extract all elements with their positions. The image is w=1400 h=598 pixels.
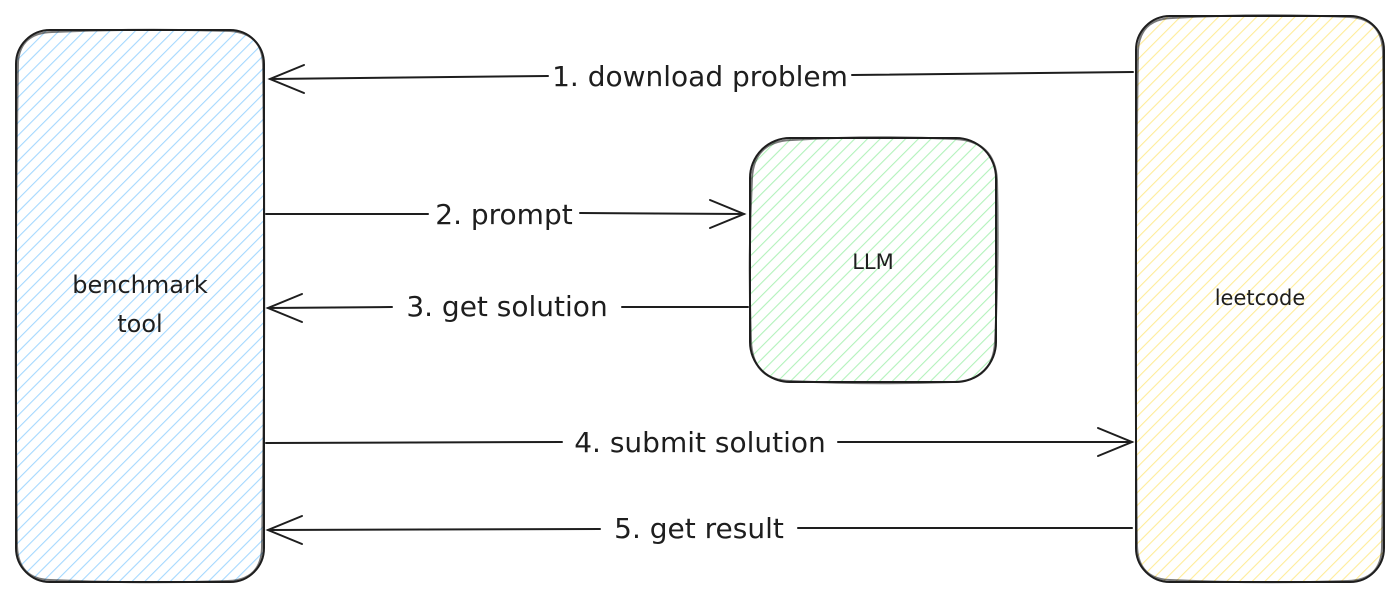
edge-submit-solution-arrowhead	[1097, 427, 1135, 457]
edge-get-solution-arrowhead	[265, 293, 303, 323]
edge-submit-solution-line-left	[265, 441, 563, 444]
node-leetcode-sketch-border	[1134, 14, 1386, 584]
node-benchmark-tool-sketch-border	[14, 28, 266, 584]
node-benchmark-tool[interactable]: benchmark tool	[14, 28, 266, 584]
edge-get-result-arrowhead	[265, 515, 303, 545]
node-benchmark-tool-fill	[16, 30, 264, 582]
edge-get-solution[interactable]: 3. get solution	[265, 290, 749, 323]
edge-prompt-label: 2. prompt	[435, 198, 572, 231]
node-llm-fill	[750, 138, 996, 382]
edge-download-problem[interactable]: 1. download problem	[267, 60, 1134, 94]
node-llm-sketch-border	[748, 136, 999, 385]
edge-download-problem-label: 1. download problem	[552, 60, 848, 93]
edge-get-solution-line-left	[267, 306, 393, 309]
edge-get-result[interactable]: 5. get result	[265, 512, 1133, 545]
edge-prompt[interactable]: 2. prompt	[265, 198, 747, 231]
edge-download-problem-line-left	[269, 75, 549, 80]
node-leetcode[interactable]: leetcode	[1134, 14, 1386, 584]
edge-submit-solution[interactable]: 4. submit solution	[265, 426, 1135, 459]
node-llm-label: LLM	[852, 250, 894, 274]
edge-prompt-line-right	[579, 212, 745, 215]
node-leetcode-fill	[1136, 16, 1384, 582]
node-llm[interactable]: LLM	[748, 136, 999, 385]
edge-submit-solution-label: 4. submit solution	[574, 426, 826, 459]
edge-prompt-arrowhead	[709, 199, 747, 229]
node-leetcode-label: leetcode	[1215, 286, 1306, 310]
node-benchmark-tool-label-line1: benchmark	[72, 271, 208, 299]
edge-get-solution-label: 3. get solution	[406, 290, 607, 323]
node-benchmark-tool-label-line2: tool	[117, 310, 162, 338]
edge-get-result-line-left	[267, 528, 601, 531]
edge-get-result-label: 5. get result	[614, 512, 784, 545]
edge-download-problem-line-right	[851, 71, 1134, 76]
edge-download-problem-arrowhead	[267, 64, 305, 94]
